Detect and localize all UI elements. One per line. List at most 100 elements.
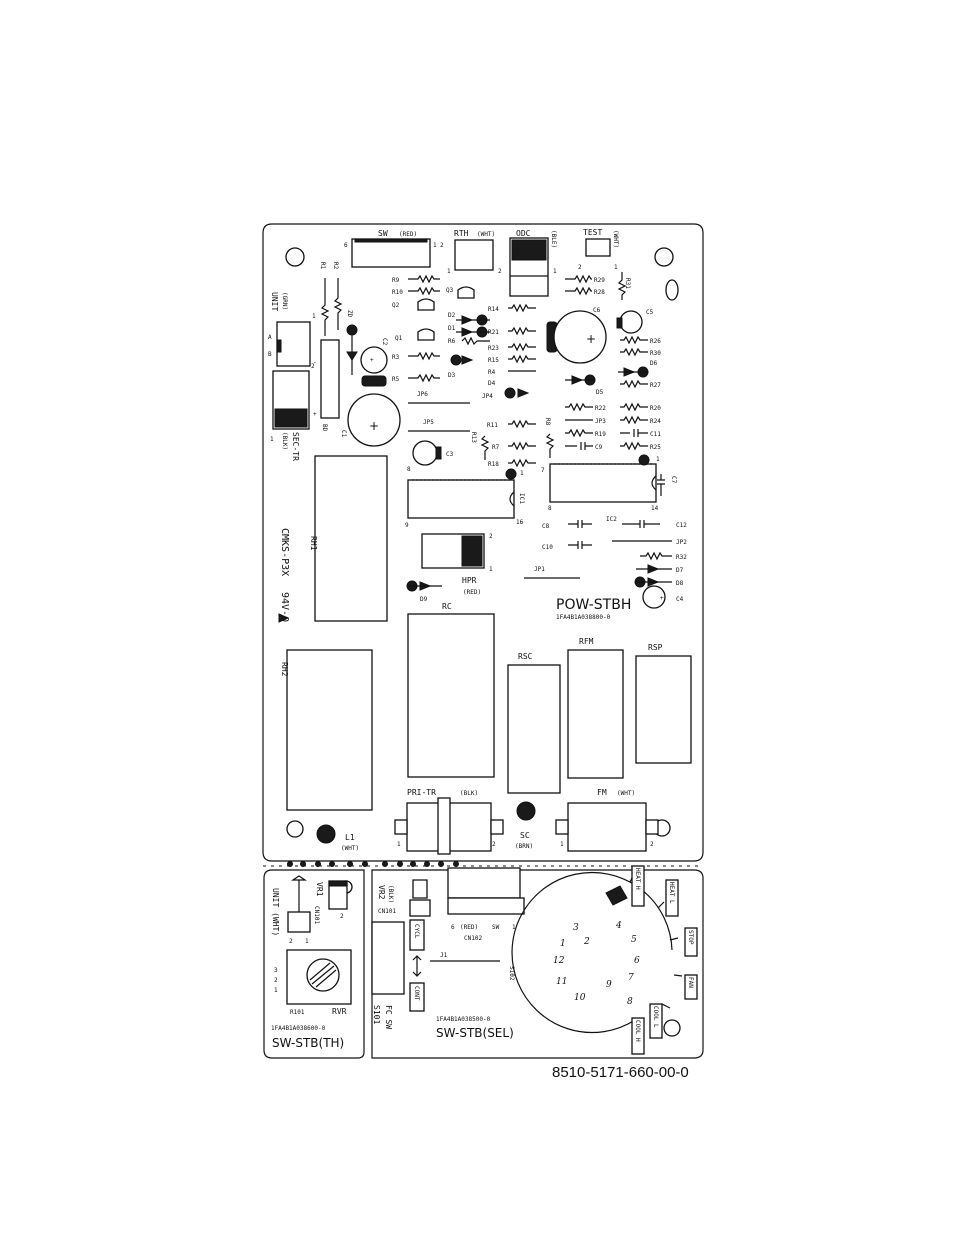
svg-text:D8: D8 (676, 580, 684, 587)
svg-text:D3: D3 (448, 372, 456, 379)
svg-text:C9: C9 (595, 444, 603, 451)
svg-text:R13: R13 (470, 432, 477, 443)
svg-text:CONT: CONT (413, 986, 420, 1001)
svg-text:(RED): (RED) (463, 589, 481, 596)
svg-text:JP4: JP4 (482, 393, 493, 400)
svg-text:C3: C3 (446, 451, 454, 458)
svg-text:IC2: IC2 (606, 516, 617, 523)
svg-text:16: 16 (516, 519, 524, 526)
selector-pin-labels: 1 2 3 4 5 6 7 8 9 10 11 12 (553, 921, 640, 1007)
svg-text:C7: C7 (670, 476, 677, 484)
svg-text:1: 1 (553, 268, 557, 275)
svg-text:1: 1 (312, 313, 316, 320)
svg-text:D6: D6 (650, 360, 658, 367)
svg-text:JP6: JP6 (417, 391, 428, 398)
svg-text:12: 12 (553, 956, 565, 966)
svg-text:SW: SW (378, 229, 388, 238)
svg-text:RH2: RH2 (280, 662, 289, 677)
svg-text:1: 1 (270, 436, 274, 443)
svg-text:8: 8 (548, 505, 552, 512)
svg-text:R25: R25 (650, 444, 661, 451)
relay-rh1: RH1 (309, 455, 388, 622)
svg-text:2: 2 (289, 938, 293, 945)
svg-text:SW: SW (492, 924, 500, 931)
svg-text:(BLK): (BLK) (281, 432, 288, 450)
svg-text:7: 7 (541, 467, 545, 474)
test-connector: TEST (WHT) 2 1 (578, 228, 619, 271)
svg-text:1: 1 (447, 268, 451, 275)
svg-text:FM: FM (597, 788, 607, 797)
svg-text:3: 3 (274, 967, 278, 974)
capacitor-c1: + C1 (340, 375, 401, 447)
hpr-connector: 2 1 HPR (RED) (421, 533, 493, 596)
capacitor-c3: C3 (412, 440, 454, 466)
svg-text:1FA4B1A038500-0: 1FA4B1A038500-0 (436, 1016, 491, 1023)
svg-text:+: + (313, 411, 317, 418)
svg-text:UNIT: UNIT (270, 292, 279, 311)
svg-text:1: 1 (560, 841, 564, 848)
svg-text:2: 2 (440, 242, 444, 249)
svg-text:D1: D1 (448, 325, 456, 332)
svg-text:ZD: ZD (346, 310, 353, 318)
svg-text:R32: R32 (676, 554, 687, 561)
rth-connector: RTH (WHT) 1 2 (447, 229, 502, 275)
svg-text:CYCL: CYCL (413, 924, 420, 939)
svg-text:R2: R2 (332, 262, 339, 270)
diodes-right: D5 D6 (565, 360, 658, 396)
ic2-chip: 1 7 8 14 IC2 (541, 454, 660, 523)
svg-text:1: 1 (560, 939, 566, 949)
sec-tr-connector: 1 2 SEC-TR (BLK) (270, 363, 315, 461)
svg-text:R10: R10 (392, 289, 403, 296)
svg-text:(BLE): (BLE) (550, 230, 557, 248)
relay-rc: RC (407, 602, 495, 778)
svg-text:+: + (586, 332, 596, 346)
svg-text:(WHT): (WHT) (612, 230, 619, 248)
svg-text:R18: R18 (488, 461, 499, 468)
svg-text:TEST: TEST (583, 228, 602, 237)
svg-text:CN101: CN101 (378, 908, 396, 915)
svg-text:STOP: STOP (687, 930, 694, 945)
svg-text:9: 9 (405, 522, 409, 529)
svg-text:R19: R19 (595, 431, 606, 438)
svg-text:CN101: CN101 (313, 906, 320, 924)
svg-text:R21: R21 (488, 329, 499, 336)
board-markings: CMKS-P3X 94V-0 (278, 528, 290, 623)
resistor-r1-r2: R1 R2 (319, 262, 343, 336)
svg-text:C8: C8 (542, 523, 550, 530)
relay-rsc: RSC (507, 652, 561, 794)
svg-text:ODC: ODC (516, 229, 531, 238)
svg-text:(BLK): (BLK) (460, 790, 478, 797)
svg-text:1FA4B1A038800-0: 1FA4B1A038800-0 (556, 614, 611, 621)
jumpers-jp5-jp6: JP6 JP5 (408, 391, 470, 432)
relay-rfm: RFM (567, 637, 624, 779)
fm-connector: FM (WHT) 1 2 (555, 788, 659, 852)
svg-text:+: + (660, 595, 664, 602)
sw-connector: SW (RED) 6 1 2 (344, 229, 444, 268)
svg-text:-: - (313, 359, 317, 366)
selector-positions: HEAT H HEAT L STOP FAN COOL L COOL H (631, 865, 698, 1055)
svg-text:14: 14 (651, 505, 659, 512)
svg-text:R6: R6 (448, 338, 456, 345)
svg-text:+: + (370, 357, 374, 364)
svg-text:R9: R9 (392, 277, 400, 284)
svg-text:2: 2 (498, 268, 502, 275)
svg-text:2: 2 (492, 841, 496, 848)
svg-text:C5: C5 (646, 309, 654, 316)
svg-text:6: 6 (344, 242, 348, 249)
svg-text:1: 1 (489, 566, 493, 573)
svg-text:Q3: Q3 (446, 287, 454, 294)
resistor-r31: R31 (617, 272, 631, 300)
resistors-right-group: R29 R28 R26 R30 R27 R20 R24 C11 R25 (565, 274, 661, 451)
capacitor-c6: + C6 (546, 307, 607, 364)
l1-terminal: L1 (WHT) (316, 824, 359, 852)
svg-text:7: 7 (628, 973, 634, 983)
svg-text:R15: R15 (488, 357, 499, 364)
svg-text:R27: R27 (650, 382, 661, 389)
svg-text:COOL L: COOL L (652, 1006, 659, 1028)
svg-text:FC SW: FC SW (384, 1005, 393, 1029)
capacitor-c2: C2 + (360, 338, 388, 374)
odc-connector: ODC (BLE) 1 (509, 229, 557, 297)
cn102-connector: 6 (RED) SW 1 CN102 J1 (430, 867, 525, 962)
svg-text:VR1: VR1 (315, 882, 324, 897)
